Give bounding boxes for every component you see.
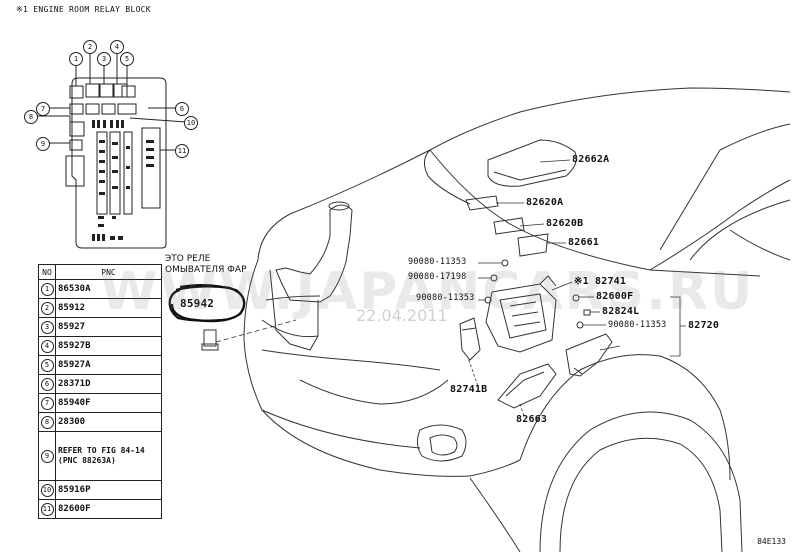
- callout-8: 8: [24, 110, 38, 124]
- part-label-82600F: 82600F: [596, 291, 634, 302]
- row-pnc: 85916P: [55, 480, 162, 500]
- row-pnc: 82600F: [55, 499, 162, 519]
- callout-7: 7: [36, 102, 50, 116]
- row-number: 5: [40, 358, 54, 372]
- part-label-82662A: 82662A: [572, 154, 610, 165]
- part-label-90080-11353-c: 90080-11353: [608, 320, 667, 330]
- part-label-82661: 82661: [568, 237, 600, 248]
- callout-9: 9: [36, 137, 50, 151]
- figure-code: 84E133: [757, 537, 786, 546]
- car-body-drawing: [201, 87, 791, 552]
- callout-3: 3: [97, 52, 111, 66]
- annotation-note: ЭТО РЕЛЕ ОМЫВАТЕЛЯ ФАР: [165, 254, 247, 276]
- row-number: 10: [40, 483, 54, 497]
- row-number: 6: [40, 377, 54, 391]
- part-label-82741B: 82741B: [450, 384, 488, 395]
- row-pnc: 28300: [55, 412, 162, 432]
- part-label-82620A: 82620A: [526, 197, 564, 208]
- callout-5: 5: [120, 52, 134, 66]
- row-number: 4: [40, 339, 54, 353]
- part-label-90080-11353-b: 90080-11353: [416, 293, 475, 303]
- relay-block-drawing: [36, 53, 187, 249]
- date-stamp: 22.04.2011: [356, 306, 448, 325]
- part-label-82720: 82720: [688, 320, 720, 331]
- row-number: 2: [40, 301, 54, 315]
- callout-10: 10: [184, 116, 198, 130]
- row-pnc: 28371D: [55, 374, 162, 394]
- annotation-line-2: ОМЫВАТЕЛЯ ФАР: [165, 265, 247, 275]
- row-number: 8: [40, 415, 54, 429]
- row-number: 11: [40, 502, 54, 516]
- callout-6: 6: [175, 102, 189, 116]
- row-number: 7: [40, 396, 54, 410]
- callout-4: 4: [110, 40, 124, 54]
- highlighted-part-number: 85942: [180, 297, 215, 310]
- part-label-82620B: 82620B: [546, 218, 584, 229]
- part-label-90080-11353-a: 90080-11353: [408, 257, 467, 267]
- leader-lines: [215, 159, 686, 417]
- row-number: 9: [40, 449, 54, 463]
- part-label-90080-17198: 90080-17198: [408, 272, 467, 282]
- part-label-82741: ※1 82741: [574, 276, 627, 287]
- row-number: 1: [40, 282, 54, 296]
- annotation-line-1: ЭТО РЕЛЕ: [165, 254, 211, 264]
- highlight-scribble: [168, 283, 246, 323]
- callout-2: 2: [83, 40, 97, 54]
- header-no: NO: [38, 264, 56, 280]
- callout-1: 1: [69, 52, 83, 66]
- callout-11: 11: [175, 144, 189, 158]
- row-pnc: 85940F: [55, 393, 162, 413]
- row-number: 3: [40, 320, 54, 334]
- watermark: WWW.JAPANCARS.RU: [100, 262, 755, 322]
- row-pnc: 85927B: [55, 336, 162, 356]
- part-label-82663: 82663: [516, 414, 548, 425]
- relay-block-title: ※1 ENGINE ROOM RELAY BLOCK: [16, 5, 151, 14]
- row-pnc: REFER TO FIG 84-14 (PNC 88263A): [55, 431, 162, 481]
- row-pnc: 85927A: [55, 355, 162, 375]
- part-label-82824L: 82824L: [602, 306, 640, 317]
